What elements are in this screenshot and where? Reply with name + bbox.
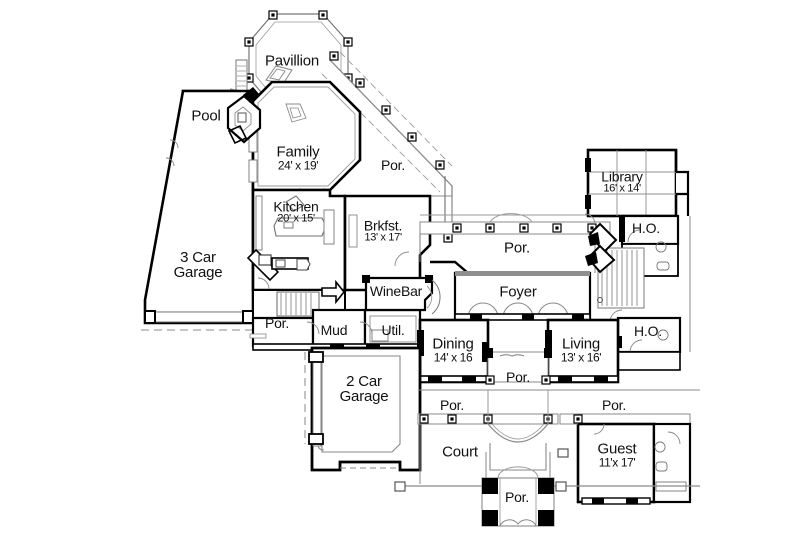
gallery-structure — [584, 213, 618, 274]
breakfast-room-structure — [343, 194, 432, 292]
center-porch-colonnade — [419, 213, 611, 275]
living-structure — [545, 318, 620, 384]
kitchen-structure — [246, 188, 347, 292]
porch-gate-structure — [394, 466, 700, 527]
main-stair-structure — [597, 247, 645, 323]
ho-lower-structure — [615, 316, 682, 371]
winebar-structure — [362, 275, 441, 315]
court-structure — [419, 390, 551, 484]
garage-3car-structure — [141, 89, 255, 331]
lower-porch-band — [417, 389, 700, 425]
vestibule-structure — [226, 87, 262, 145]
foyer-structure — [453, 271, 592, 321]
garage-2car-structure — [304, 346, 422, 472]
porch-mid-structure — [485, 348, 552, 385]
dining-structure — [417, 318, 490, 384]
guest-structure — [557, 422, 692, 505]
library-structure — [585, 148, 690, 218]
